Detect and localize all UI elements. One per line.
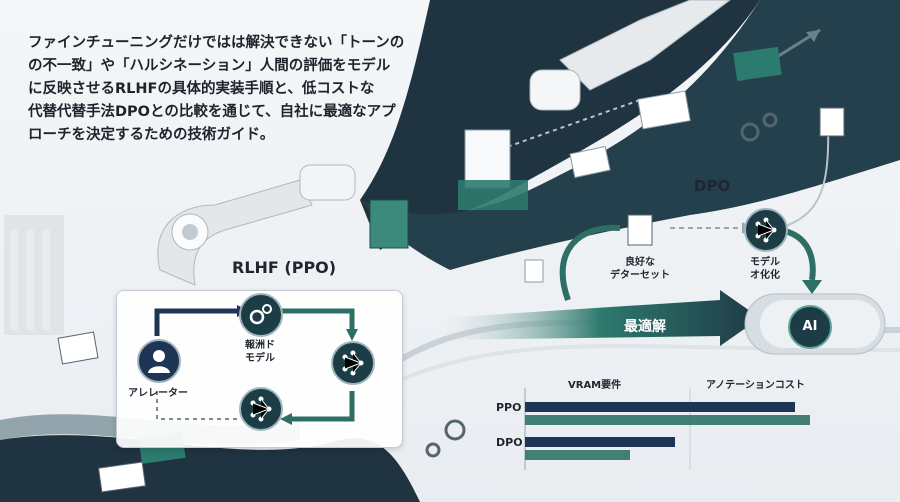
intro-description: ファインチューニングだけではは解決できない「トーンの の不一致」や「ハルシネーシ… <box>28 35 405 143</box>
reward-model-gear-icon <box>239 293 283 337</box>
reward-model-label: 報洲ド モデル <box>245 340 275 364</box>
chart-category-dpo: DPO <box>496 436 523 449</box>
ai-badge-text: AI <box>802 319 818 334</box>
model-optimization-network-icon <box>744 208 788 252</box>
chart-series-header-vram: VRAM要件 <box>568 380 622 391</box>
chart-category-ppo: PPO <box>496 401 522 414</box>
cost-comparison-chart <box>525 402 810 460</box>
bar-ppo-series-0 <box>525 402 795 412</box>
annotator-avatar-icon <box>137 339 181 383</box>
chart-series-header-annotation: アノテーションコスト <box>706 380 805 391</box>
ai-brain-badge: AI <box>788 305 832 349</box>
rl-network-icon <box>239 387 283 431</box>
rlhf-flow-arrows <box>154 305 358 425</box>
rlhf-process-panel: アレレーター 報洲ド モデル <box>116 290 403 448</box>
annotator-label: アレレーター <box>128 388 188 399</box>
model-optimization-label: モデル オ化化 <box>750 257 780 281</box>
robot-arm-top <box>559 0 731 91</box>
bar-dpo-series-1 <box>525 450 630 460</box>
optimal-solution-label: 最適解 <box>624 319 666 335</box>
document-stacks <box>57 46 845 493</box>
optimal-arrow <box>440 290 760 346</box>
gear-decorations <box>425 112 778 458</box>
bar-ppo-series-1 <box>525 415 810 425</box>
good-dataset-label: 良好な デターセット <box>610 257 670 281</box>
rlhf-title: RLHF (PPO) <box>232 258 337 277</box>
policy-network-icon <box>331 341 375 385</box>
dpo-title: DPO <box>694 177 731 195</box>
bar-dpo-series-0 <box>525 437 675 447</box>
